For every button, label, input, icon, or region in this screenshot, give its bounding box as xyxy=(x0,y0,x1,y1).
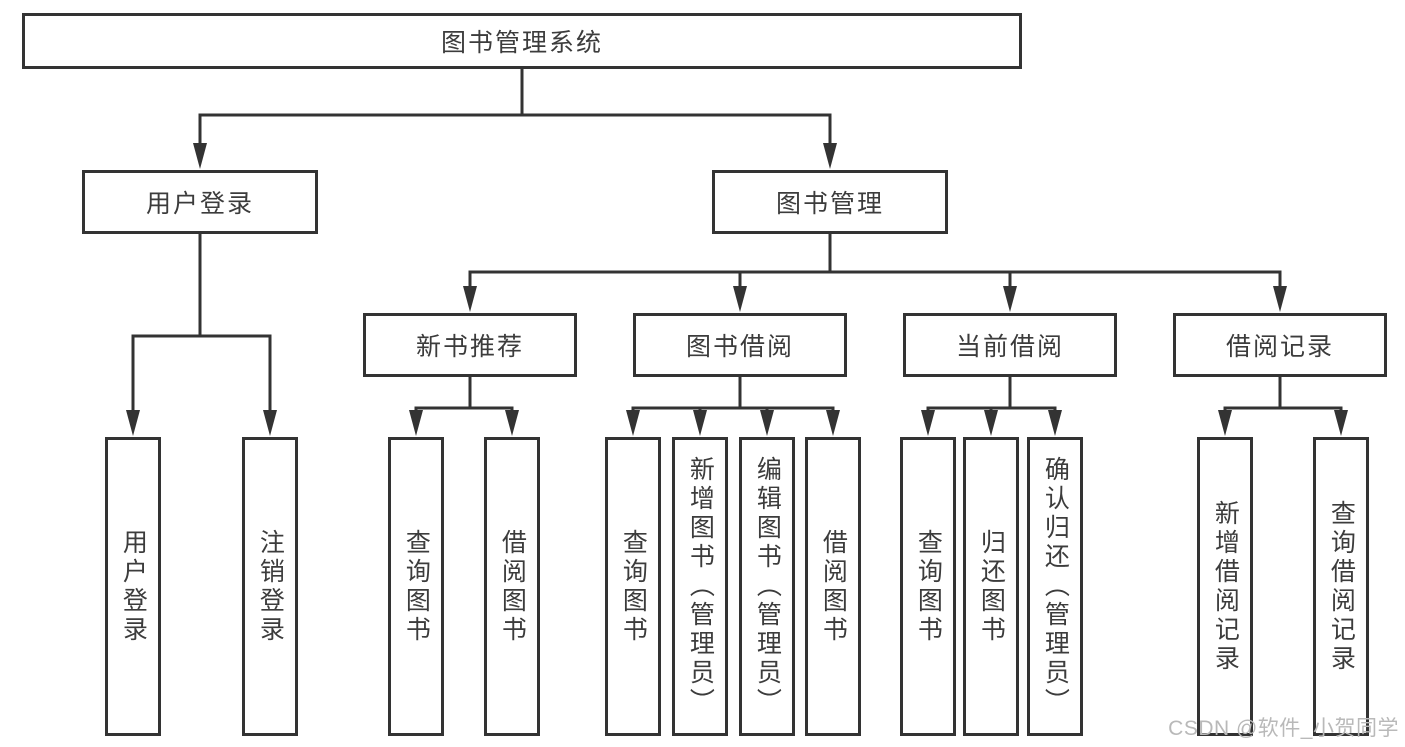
node-user-login-branch: 用户登录 xyxy=(82,170,318,234)
leaf-confirm-return-admin-label: 确认归还（管理员） xyxy=(1041,456,1070,717)
leaf-user-login-label: 用户登录 xyxy=(119,528,148,645)
leaf-add-borrow-record: 新增借阅记录 xyxy=(1197,437,1253,736)
leaf-edit-book-admin-label: 编辑图书（管理员） xyxy=(753,456,782,717)
leaf-add-borrow-record-label: 新增借阅记录 xyxy=(1211,499,1240,674)
leaf-newrec-borrow-book-label: 借阅图书 xyxy=(498,528,527,645)
leaf-return-book-label: 归还图书 xyxy=(977,528,1006,645)
leaf-query-borrow-record-label: 查询借阅记录 xyxy=(1327,499,1356,674)
node-new-book-recommend: 新书推荐 xyxy=(363,313,577,377)
leaf-logout-label: 注销登录 xyxy=(256,528,285,645)
leaf-newrec-query-book: 查询图书 xyxy=(388,437,444,736)
csdn-watermark: CSDN @软件_小贺同学 xyxy=(1168,717,1399,740)
node-borrow-record: 借阅记录 xyxy=(1173,313,1387,377)
leaf-query-borrow-record: 查询借阅记录 xyxy=(1313,437,1369,736)
leaf-edit-book-admin: 编辑图书（管理员） xyxy=(739,437,795,736)
node-book-management-branch: 图书管理 xyxy=(712,170,948,234)
leaf-add-book-admin-label: 新增图书（管理员） xyxy=(686,456,715,717)
leaf-borrow-book: 借阅图书 xyxy=(805,437,861,736)
leaf-current-query-book: 查询图书 xyxy=(900,437,956,736)
leaf-newrec-borrow-book: 借阅图书 xyxy=(484,437,540,736)
leaf-current-query-book-label: 查询图书 xyxy=(914,528,943,645)
leaf-add-book-admin: 新增图书（管理员） xyxy=(672,437,728,736)
node-library-management-system: 图书管理系统 xyxy=(22,13,1022,69)
leaf-user-login: 用户登录 xyxy=(105,437,161,736)
leaf-newrec-query-book-label: 查询图书 xyxy=(402,528,431,645)
leaf-logout: 注销登录 xyxy=(242,437,298,736)
leaf-borrow-query-book: 查询图书 xyxy=(605,437,661,736)
leaf-borrow-query-book-label: 查询图书 xyxy=(619,528,648,645)
leaf-borrow-book-label: 借阅图书 xyxy=(819,528,848,645)
node-book-borrow: 图书借阅 xyxy=(633,313,847,377)
leaf-confirm-return-admin: 确认归还（管理员） xyxy=(1027,437,1083,736)
leaf-return-book: 归还图书 xyxy=(963,437,1019,736)
node-current-borrow: 当前借阅 xyxy=(903,313,1117,377)
